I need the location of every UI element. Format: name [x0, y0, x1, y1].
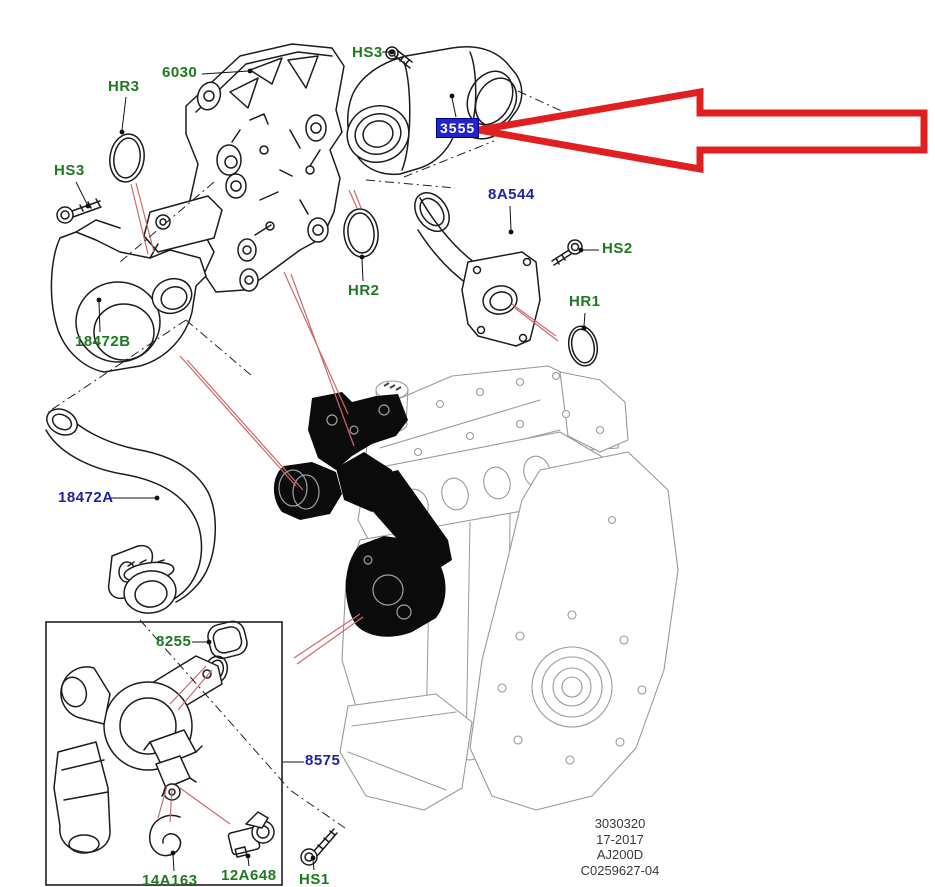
- callout-hs2[interactable]: HS2: [602, 240, 633, 257]
- sensor-12a648-drawing: [227, 811, 275, 858]
- pipe-clamp-details: [278, 404, 412, 620]
- coolant-pipes-highlighted-black: [273, 392, 452, 637]
- callout-hr2[interactable]: HR2: [348, 282, 380, 299]
- oring-hr3-drawing: [109, 133, 145, 183]
- callout-8a544[interactable]: 8A544: [488, 186, 535, 203]
- oring-hr1-drawing: [567, 325, 599, 367]
- clip-14a163-drawing: [149, 814, 182, 857]
- oring-hr2-drawing: [343, 208, 379, 258]
- label-leader-lines: [75, 49, 599, 872]
- callout-hs3-top[interactable]: HS3: [352, 44, 383, 61]
- callout-14a163[interactable]: 14A163: [142, 872, 198, 887]
- centerlines: [47, 90, 567, 829]
- callout-8255[interactable]: 8255: [156, 633, 192, 650]
- bolt-hs1: [300, 828, 338, 866]
- engine-line-drawing: [339, 365, 679, 811]
- callout-3555-selected[interactable]: 3555: [436, 118, 480, 138]
- bracket-6030-drawing: [185, 43, 345, 293]
- inset-box: [45, 621, 283, 886]
- red-leader-lines: [130, 182, 559, 825]
- callout-18472a[interactable]: 18472A: [58, 489, 114, 506]
- callout-hr3[interactable]: HR3: [108, 78, 140, 95]
- callout-18472b[interactable]: 18472B: [75, 333, 131, 350]
- water-outlet-18472b-drawing: [50, 195, 223, 373]
- callout-hr1[interactable]: HR1: [569, 293, 601, 310]
- hose-18472a-drawing: [45, 408, 216, 614]
- callout-6030[interactable]: 6030: [162, 64, 198, 81]
- highlight-arrow: [478, 87, 928, 174]
- footer-line-3: AJ200D: [596, 847, 644, 862]
- thermostat-housing-8575-drawing: [53, 655, 223, 854]
- bell-housing-circles: [497, 610, 647, 765]
- footer-line-2: 17-2017: [596, 831, 644, 847]
- coolant-tube-3555-drawing: [346, 46, 523, 176]
- diagram-info-block: 3030320 17-2017 AJ200D C0259627-04: [553, 816, 687, 878]
- callout-hs1[interactable]: HS1: [299, 871, 330, 887]
- callout-8575[interactable]: 8575: [305, 752, 341, 769]
- footer-line-1: 3030320: [594, 816, 646, 831]
- outlet-pipe-8a544-drawing: [414, 192, 541, 347]
- footer-line-4: C0259627-04: [580, 862, 660, 878]
- callout-hs3-left[interactable]: HS3: [54, 162, 85, 179]
- bolt-hs3-left: [56, 198, 102, 224]
- callout-12a648[interactable]: 12A648: [221, 867, 277, 884]
- bolt-hs2: [551, 239, 583, 266]
